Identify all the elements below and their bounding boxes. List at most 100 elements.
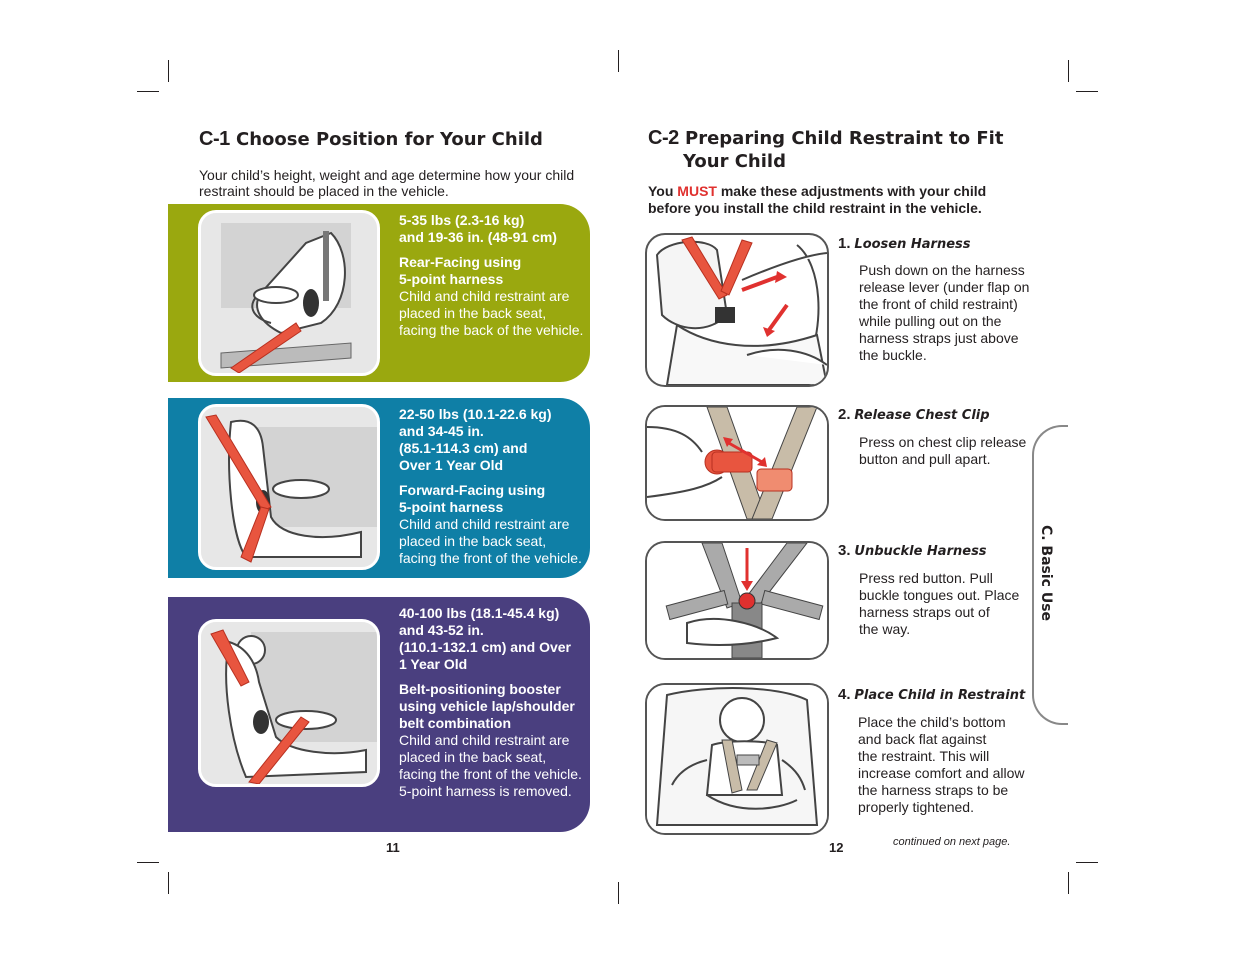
illustration-rear-facing <box>198 210 380 376</box>
illustration-forward-facing <box>198 404 380 570</box>
crop-mark <box>1076 91 1098 92</box>
desc-line: placed in the back seat, <box>399 305 547 321</box>
step-line: Push down on the harness <box>859 262 1025 278</box>
illustration-loosen-harness <box>645 233 829 387</box>
step-1-heading: 1. Loosen Harness <box>838 234 971 254</box>
desc-line: Child and child restraint are <box>399 516 570 532</box>
step-4-body: Place the child’s bottom and back flat a… <box>858 714 1038 816</box>
range-line: and 43-52 in. <box>399 622 484 638</box>
mode-line: Belt-positioning booster <box>399 681 561 697</box>
page-number-right: 12 <box>829 840 844 855</box>
intro-line: Your child’s height, weight and age dete… <box>199 167 575 183</box>
step-line: the buckle. <box>859 347 927 363</box>
crop-mark <box>168 60 169 82</box>
panel-text: 5-35 lbs (2.3-16 kg) and 19-36 in. (48-9… <box>399 212 583 339</box>
step-number: 4. <box>838 686 851 703</box>
side-tab-label: C. Basic Use <box>1038 524 1054 622</box>
range-line: 40-100 lbs (18.1-45.4 kg) <box>399 605 560 621</box>
step-line: button and pull apart. <box>859 451 991 467</box>
range-line: 1 Year Old <box>399 656 468 672</box>
must-prefix: You <box>648 183 678 199</box>
mode-line: using vehicle lap/shoulder <box>399 698 575 714</box>
step-line: properly tightened. <box>858 799 974 815</box>
crop-mark <box>1068 872 1069 894</box>
step-line: the way. <box>859 621 911 637</box>
step-title: Loosen Harness <box>854 237 971 252</box>
mode-line: Rear-Facing using <box>399 254 522 270</box>
crop-mark <box>168 872 169 894</box>
step-line: harness straps just above <box>859 330 1019 346</box>
continued-note: continued on next page. <box>893 836 1011 848</box>
section-title-c1: C-1 Choose Position for Your Child <box>199 127 543 152</box>
step-line: the harness straps to be <box>858 782 1009 798</box>
must-notice: You MUST make these adjustments with you… <box>648 183 986 217</box>
crop-mark <box>618 50 619 72</box>
section-title-text: Choose Position for Your Child <box>236 129 543 150</box>
step-line: buckle tongues out. Place <box>859 587 1020 603</box>
desc-line: Child and child restraint are <box>399 732 570 748</box>
step-line: and back flat against <box>858 731 987 747</box>
range-line: Over 1 Year Old <box>399 457 504 473</box>
step-2-heading: 2. Release Chest Clip <box>838 405 990 425</box>
desc-line: facing the front of the vehicle. <box>399 766 582 782</box>
step-3-heading: 3. Unbuckle Harness <box>838 541 987 561</box>
panel-booster: 40-100 lbs (18.1-45.4 kg) and 43-52 in. … <box>168 597 590 832</box>
must-word: MUST <box>677 183 717 199</box>
intro-text: Your child’s height, weight and age dete… <box>199 167 574 199</box>
section-code: C-2 <box>648 127 679 149</box>
mode-line: 5-point harness <box>399 271 504 287</box>
section-title-text: Preparing Child Restraint to Fit <box>685 128 1004 149</box>
step-line: Press red button. Pull <box>859 570 993 586</box>
step-2-body: Press on chest clip release button and p… <box>859 434 1039 468</box>
panel-rear-facing: 5-35 lbs (2.3-16 kg) and 19-36 in. (48-9… <box>168 204 590 382</box>
range-line: (85.1-114.3 cm) and <box>399 440 528 456</box>
page-number-left: 11 <box>386 840 400 855</box>
step-line: harness straps out of <box>859 604 990 620</box>
range-line: (110.1-132.1 cm) and Over <box>399 639 571 655</box>
step-1-body: Push down on the harness release lever (… <box>859 262 1039 364</box>
step-title: Unbuckle Harness <box>854 544 987 559</box>
range-line: 22-50 lbs (10.1-22.6 kg) <box>399 406 552 422</box>
panel-text: 40-100 lbs (18.1-45.4 kg) and 43-52 in. … <box>399 605 582 800</box>
range-line: and 19-36 in. (48-91 cm) <box>399 229 557 245</box>
range-line: 5-35 lbs (2.3-16 kg) <box>399 212 525 228</box>
step-line: Press on chest clip release <box>859 434 1027 450</box>
panel-text: 22-50 lbs (10.1-22.6 kg) and 34-45 in. (… <box>399 406 582 567</box>
panel-forward-facing: 22-50 lbs (10.1-22.6 kg) and 34-45 in. (… <box>168 398 590 578</box>
intro-line: restraint should be placed in the vehicl… <box>199 183 449 199</box>
step-line: while pulling out on the <box>859 313 1002 329</box>
desc-line: facing the front of the vehicle. <box>399 550 582 566</box>
desc-line: Child and child restraint are <box>399 288 570 304</box>
step-line: the front of child restraint) <box>859 296 1018 312</box>
desc-line: facing the back of the vehicle. <box>399 322 584 338</box>
section-title-c2-line2: Your Child <box>683 151 786 172</box>
mode-line: Forward-Facing using <box>399 482 546 498</box>
must-suffix: make these adjustments with your child <box>716 183 987 199</box>
section-title-c2: C-2 Preparing Child Restraint to Fit <box>648 126 1003 151</box>
desc-line: placed in the back seat, <box>399 533 547 549</box>
crop-mark <box>1076 862 1098 863</box>
step-number: 3. <box>838 542 851 559</box>
step-number: 1. <box>838 235 851 252</box>
section-code: C-1 <box>199 128 230 150</box>
illustration-unbuckle-harness <box>645 541 829 660</box>
step-title: Release Chest Clip <box>854 408 990 423</box>
step-line: the restraint. This will <box>858 748 990 764</box>
range-line: and 34-45 in. <box>399 423 484 439</box>
step-line: release lever (under flap on <box>859 279 1030 295</box>
step-4-heading: 4. Place Child in Restraint <box>838 685 1025 705</box>
crop-mark <box>137 91 159 92</box>
mode-line: 5-point harness <box>399 499 504 515</box>
illustration-place-child <box>645 683 829 835</box>
desc-line: placed in the back seat, <box>399 749 547 765</box>
crop-mark <box>1068 60 1069 82</box>
illustration-release-chest-clip <box>645 405 829 521</box>
illustration-booster <box>198 619 380 787</box>
step-title: Place Child in Restraint <box>854 688 1026 703</box>
must-line: before you install the child restraint i… <box>648 200 982 216</box>
mode-line: belt combination <box>399 715 511 731</box>
step-number: 2. <box>838 406 851 423</box>
step-line: increase comfort and allow <box>858 765 1025 781</box>
step-3-body: Press red button. Pull buckle tongues ou… <box>859 570 1039 638</box>
step-line: Place the child’s bottom <box>858 714 1006 730</box>
